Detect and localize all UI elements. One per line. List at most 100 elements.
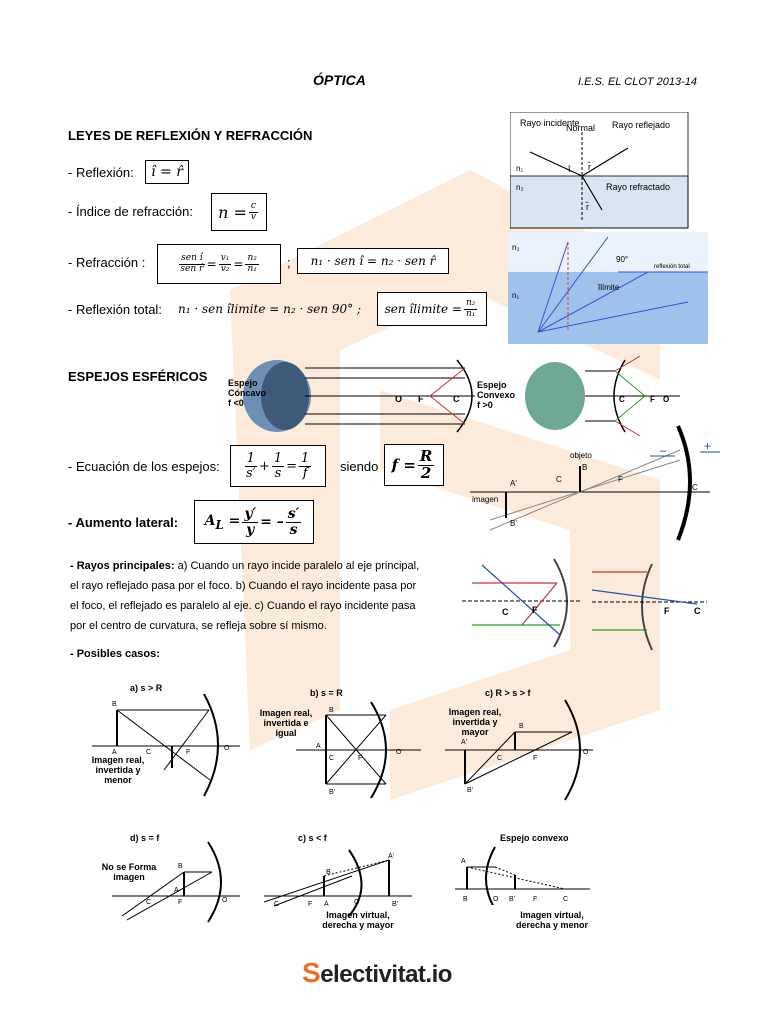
- diagram-rayos-concavo: C F: [462, 558, 582, 648]
- diagram-espejo-concavo: O F C: [243, 359, 475, 433]
- rayo-reflejado-label: Rayo reflejado: [612, 120, 670, 130]
- reflexion-total-label: - Reflexión total:: [68, 302, 162, 317]
- svg-text:A': A': [510, 479, 517, 488]
- svg-text:B: B: [112, 701, 117, 708]
- section-heading-espejos: ESPEJOS ESFÉRICOS: [68, 369, 208, 384]
- svg-text:C: C: [146, 749, 151, 756]
- svg-text:C: C: [146, 899, 151, 906]
- svg-text:B: B: [329, 707, 334, 714]
- svg-text:O: O: [493, 896, 499, 903]
- n1-label: n₁: [516, 164, 523, 173]
- angle-i: î: [567, 164, 571, 174]
- svg-text:O: O: [663, 395, 669, 404]
- svg-text:A: A: [324, 901, 329, 908]
- diagram-rayos-convexo: F C: [592, 563, 707, 651]
- case-c-caption: Imagen real, invertida y mayor: [448, 707, 502, 737]
- svg-text:C: C: [497, 755, 502, 762]
- normal-label: Normal: [566, 123, 595, 133]
- svg-text:A': A': [388, 853, 394, 860]
- selectivitat-logo[interactable]: Selectivitat.io: [302, 957, 452, 989]
- svg-text:F: F: [618, 475, 623, 484]
- rayo-refractado-label: Rayo refractado: [606, 182, 670, 192]
- svg-text:C: C: [694, 606, 701, 616]
- svg-text:F: F: [358, 755, 362, 762]
- svg-text:B': B': [392, 901, 398, 908]
- svg-text:B': B': [510, 519, 517, 528]
- convexo-label: Espejo Convexo f >0: [477, 380, 516, 410]
- rayos-heading: - Rayos principales:: [70, 560, 175, 572]
- ilimite-text: îlímite: [597, 283, 620, 292]
- svg-text:O: O: [583, 749, 589, 756]
- plus-sign: +: [704, 439, 711, 453]
- diagram-formacion-imagen: objeto imagen – + C B F A' B' C: [470, 425, 720, 541]
- svg-text:B: B: [178, 863, 183, 870]
- indice-label: - Índice de refracción:: [68, 204, 194, 219]
- rayos-text-3: el foco, el reflejado es paralelo al eje…: [70, 600, 416, 612]
- case-f-caption: Imagen virtual, derecha y menor: [515, 910, 589, 930]
- svg-text:A: A: [461, 858, 466, 865]
- angle-r-refr: r̂: [585, 201, 589, 212]
- case-e-caption: Imagen virtual, derecha y mayor: [322, 910, 394, 930]
- svg-text:O: O: [224, 745, 230, 752]
- svg-text:O: O: [395, 394, 402, 404]
- svg-text:C: C: [619, 395, 625, 404]
- refraccion-label: - Refracción :: [68, 255, 146, 270]
- n2-label: n₂: [516, 183, 524, 192]
- imagen-label: imagen: [472, 495, 498, 504]
- svg-text:O: O: [354, 899, 360, 906]
- n1-label-2: n₁: [512, 291, 519, 300]
- rayos-principales-text: - Rayos principales: a) Cuando un rayo i…: [70, 556, 460, 636]
- rayo-incidente-label: Rayo incidente: [520, 118, 580, 128]
- svg-text:O: O: [222, 897, 228, 904]
- reflexion-total-formula: n₁ · sen îlimite = n₂ · sen 90° ;: [178, 302, 362, 316]
- case-a-title: a) s > R: [130, 683, 163, 693]
- case-d-diagram: B A C F O: [112, 841, 240, 923]
- posibles-casos: - Posibles casos:: [70, 648, 160, 660]
- concavo-label: Espejo Cóncavo f <0: [228, 378, 267, 408]
- case-b-title: b) s = R: [310, 688, 343, 698]
- logo-s-icon: S: [302, 957, 321, 988]
- svg-text:F: F: [532, 605, 538, 615]
- case-a-caption: Imagen real, invertida y menor: [91, 755, 145, 785]
- case-d-caption: No se Forma imagen: [101, 862, 157, 882]
- snell-formula: n₁ · sen î = n₂ · sen r̂: [297, 248, 449, 274]
- minus-sign: –: [660, 443, 667, 457]
- objeto-label: objeto: [570, 451, 592, 460]
- svg-text:C: C: [692, 483, 698, 492]
- svg-text:C: C: [453, 394, 460, 404]
- svg-text:C: C: [556, 475, 562, 484]
- case-b-caption: Imagen real, invertida e igual: [259, 708, 313, 738]
- diagram-espejo-convexo: C F O: [525, 356, 680, 436]
- case-e-title: c) s < f: [298, 833, 327, 843]
- rayos-text-4: por el centro de curvatura, se refleja s…: [70, 620, 327, 632]
- case-d-title: d) s = f: [130, 833, 160, 843]
- svg-text:B: B: [582, 463, 587, 472]
- svg-text:F: F: [664, 606, 670, 616]
- reflexion-total-text: reflexión total: [654, 264, 690, 270]
- school-label: I.E.S. EL CLOT 2013-14: [578, 76, 698, 88]
- svg-text:B': B': [467, 787, 473, 794]
- svg-text:F: F: [650, 395, 655, 404]
- diagram-reflexion-total: n₂ n₁ 90° reflexión total îlímite: [508, 232, 708, 344]
- page-title: ÓPTICA: [313, 72, 366, 88]
- rayos-text-2: el rayo reflejado pasa por el foco. b) C…: [70, 580, 417, 592]
- separator: ;: [287, 255, 291, 270]
- svg-text:B: B: [519, 723, 524, 730]
- diagram-reflexion-refraccion: Rayo incidente Normal Rayo reflejado n₁ …: [510, 112, 689, 229]
- svg-text:F: F: [178, 899, 182, 906]
- siendo-label: siendo: [340, 459, 379, 474]
- reflexion-label: - Reflexión:: [68, 165, 134, 180]
- svg-text:A: A: [174, 887, 179, 894]
- angle-90: 90°: [616, 255, 628, 264]
- svg-text:C: C: [563, 896, 568, 903]
- aumento-formula: AL =y′y= –s′s: [194, 500, 314, 544]
